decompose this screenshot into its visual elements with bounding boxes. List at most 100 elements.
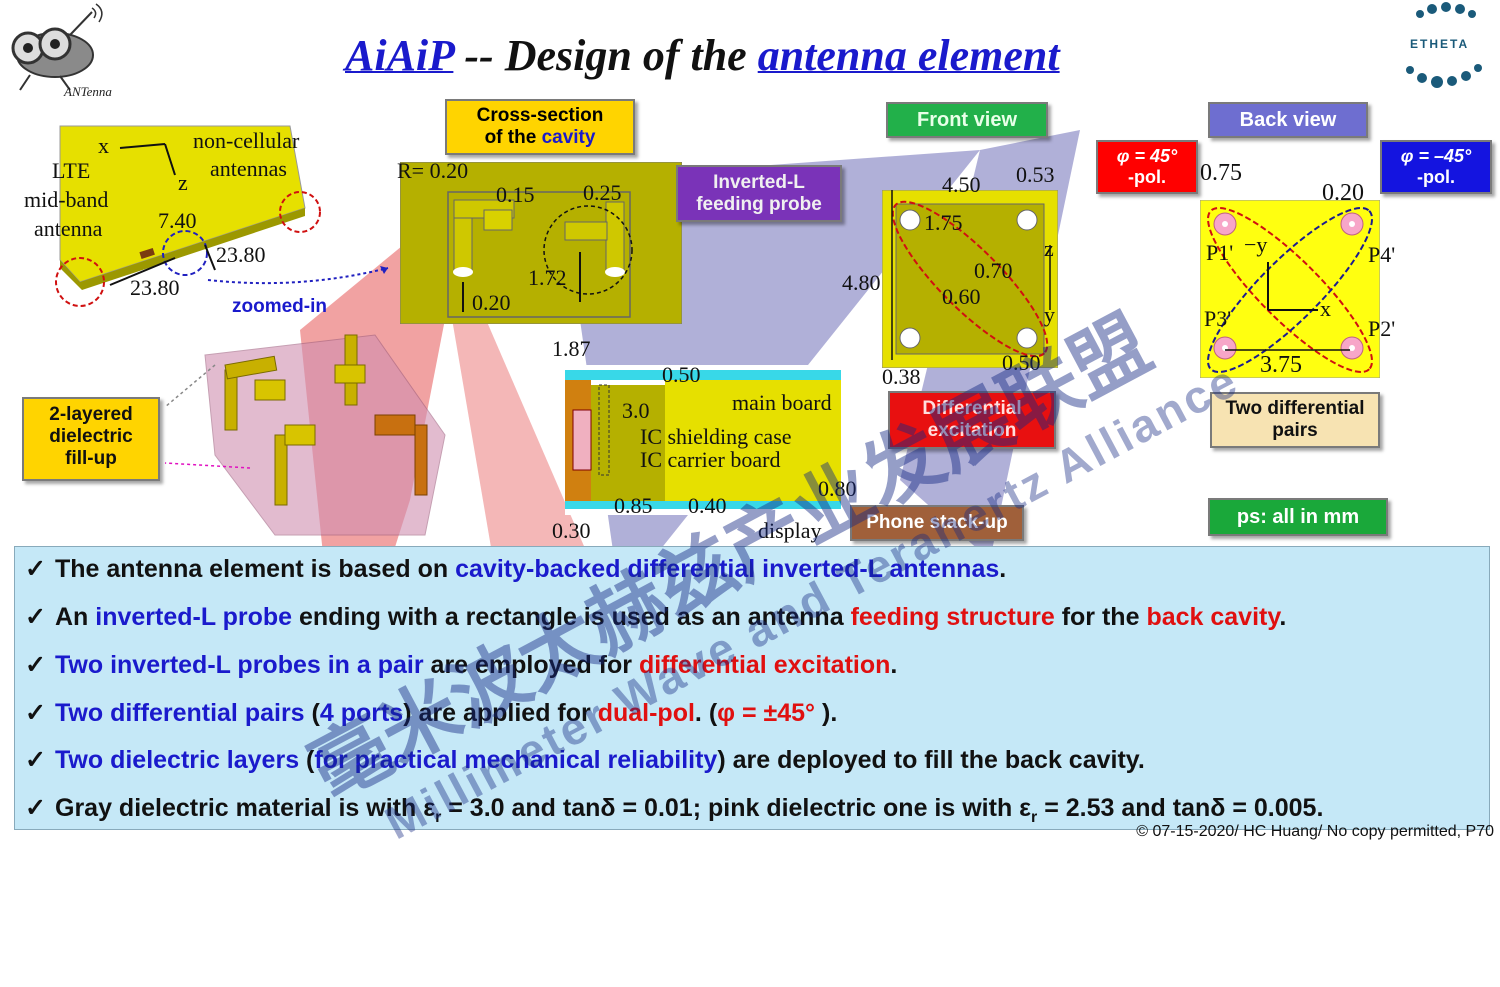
stackup-dim-3-0: 3.0 (622, 398, 650, 423)
inverted-l-line-1: Inverted-L (713, 172, 805, 193)
stackup-display: display (758, 518, 822, 543)
bullet-text-segment: = 2.53 and tanδ = 0.005. (1037, 794, 1324, 822)
diff-exc-line-2: excitation (927, 419, 1017, 441)
cross-section-of-the: of the (484, 126, 542, 148)
back-port-p2: P2' (1368, 316, 1396, 341)
phi-neg-45-line-2: -pol. (1417, 166, 1455, 187)
two-diff-line-2: pairs (1272, 419, 1318, 441)
ps-all-in-mm-label: ps: all in mm (1208, 498, 1388, 536)
checkmark-icon: ✓ (25, 651, 46, 679)
etheta-logo-text: ETHETA (1410, 37, 1470, 51)
back-dim-3-75: 3.75 (1260, 352, 1302, 378)
stackup-dim-0-85: 0.85 (614, 493, 653, 518)
dielectric-3d-diagram (204, 334, 446, 536)
bullet-text-segment: The antenna element is based on (55, 555, 456, 583)
bullet-text-segment: back cavity (1146, 603, 1280, 631)
phone-dim-23-80-a: 23.80 (216, 242, 266, 267)
two-diff-line-1: Two differential (1225, 398, 1365, 419)
bullet-text-segment: for the (1054, 603, 1147, 631)
stackup-dim-1-87: 1.87 (552, 336, 591, 361)
bullet-text-segment: ) are applied for (403, 699, 598, 727)
stackup-ic-shielding: IC shielding case (640, 424, 792, 449)
antenna-bug-icon (11, 3, 103, 91)
front-view-label: Front view (886, 102, 1048, 138)
front-view-diagram (882, 190, 1058, 368)
bullet-text-segment: φ = ±45° (717, 699, 816, 727)
bullet-text-segment: inverted-L probe (95, 603, 293, 631)
back-view-label: Back view (1208, 102, 1368, 138)
phone-axis-z: z (178, 170, 188, 195)
cross-section-line-1: Cross-section (476, 105, 604, 126)
bullet-text-segment: ). (815, 699, 838, 727)
back-view-diagram (1200, 200, 1380, 378)
cross-section-line-2: of the cavity (447, 127, 633, 149)
back-dim-0-75: 0.75 (1200, 160, 1242, 186)
stackup-dim-0-40: 0.40 (688, 493, 727, 518)
back-axis-neg-y: −y (1244, 232, 1268, 257)
back-port-p3: P3' (1204, 306, 1232, 331)
bullet-text-segment: ) are deployed to fill the back cavity. (717, 746, 1145, 774)
bullet-text-segment: for practical mechanical reliability (314, 746, 718, 774)
bullet-text-segment: . (890, 651, 898, 679)
bullet-text-segment: Gray dielectric material is with ε (55, 794, 436, 822)
phone-dim-7-40: 7.40 (158, 208, 197, 233)
differential-excitation-label: Differential excitation (888, 391, 1056, 449)
phone-antenna-diagram (55, 125, 321, 307)
bullet-text-segment: = 3.0 and tanδ = 0.01; pink dielectric o… (441, 794, 1032, 822)
bullet-text-segment: ( (304, 699, 320, 727)
bullet-text-segment: Two inverted-L probes in a pair (55, 651, 424, 679)
phi-45-line-1: φ = 45° (1116, 146, 1178, 166)
phi-45-label: φ = 45° -pol. (1096, 140, 1198, 194)
page-title: AiAiP -- Design of the antenna element (345, 30, 1165, 81)
two-differential-pairs-label: Two differential pairs (1210, 392, 1380, 448)
bullet-item: ✓Two dielectric layers (for practical me… (25, 745, 1145, 775)
front-axis-z: z (1044, 236, 1054, 261)
front-dim-0-60: 0.60 (942, 284, 981, 309)
phone-axis-x: x (98, 133, 109, 158)
stackup-dim-0-50: 0.50 (662, 362, 701, 387)
diff-exc-line-1: Differential (922, 398, 1022, 419)
front-dim-4-50: 4.50 (942, 172, 981, 197)
back-port-p1: P1' (1206, 240, 1234, 265)
title-aiaip: AiAiP (345, 31, 454, 80)
inverted-l-line-2: feeding probe (696, 193, 822, 215)
antenna-logo-caption: ANTenna (64, 84, 112, 99)
front-axis-y: y (1044, 302, 1055, 327)
bullet-item: ✓Two differential pairs (4 ports) are ap… (25, 698, 837, 728)
bullet-text-segment: Two dielectric layers (55, 746, 300, 774)
bullet-item: ✓ The antenna element is based on cavity-… (25, 554, 1006, 584)
two-layered-line-1: 2-layered (49, 404, 133, 425)
checkmark-icon: ✓ (25, 699, 46, 727)
bullet-list: ✓ The antenna element is based on cavity-… (14, 546, 1490, 830)
bullet-text-segment: dual-pol (597, 699, 695, 727)
zoomed-in-label: zoomed-in (232, 296, 327, 317)
zoomed-in-arrow (207, 266, 389, 285)
phi-45-line-2: -pol. (1128, 166, 1166, 187)
bullet-item: ✓An inverted-L probe ending with a recta… (25, 602, 1286, 632)
checkmark-icon: ✓ (25, 555, 46, 583)
cavity-dim-0-25: 0.25 (583, 180, 622, 205)
cavity-cross-section-diagram (400, 162, 682, 324)
front-dim-4-80: 4.80 (842, 270, 881, 295)
bullet-text-segment: . (999, 555, 1007, 583)
front-dim-0-50: 0.50 (1002, 350, 1041, 375)
stackup-main-board: main board (732, 390, 832, 415)
phone-stackup-label: Phone stack-up (850, 505, 1024, 541)
bullet-text-segment: r (1031, 809, 1038, 826)
front-dim-0-38: 0.38 (882, 364, 921, 389)
phi-neg-45-line-1: φ = –45° (1400, 146, 1472, 166)
bullet-text-segment: r (435, 809, 442, 826)
two-layered-line-3: fill-up (65, 447, 117, 469)
cavity-dim-1-72: 1.72 (528, 265, 567, 290)
bullet-item: ✓ Two inverted-L probes in a pair are emp… (25, 650, 897, 680)
bullet-text-segment: cavity-backed differential inverted-L an… (455, 555, 1000, 583)
title-antenna-element: antenna element (757, 31, 1060, 80)
antenna-logo: ANTenna (0, 0, 130, 100)
cavity-radius: R= 0.20 (397, 158, 469, 183)
bullet-text-segment: are employed for (423, 651, 639, 679)
inverted-l-label: Inverted-L feeding probe (676, 165, 842, 222)
footer-copyright: © 07-15-2020/ HC Huang/ No copy permitte… (1136, 823, 1494, 840)
bullet-text-segment: 4 ports (319, 699, 404, 727)
phone-lte-3: antenna (34, 216, 103, 241)
cavity-dim-0-20: 0.20 (472, 290, 511, 315)
